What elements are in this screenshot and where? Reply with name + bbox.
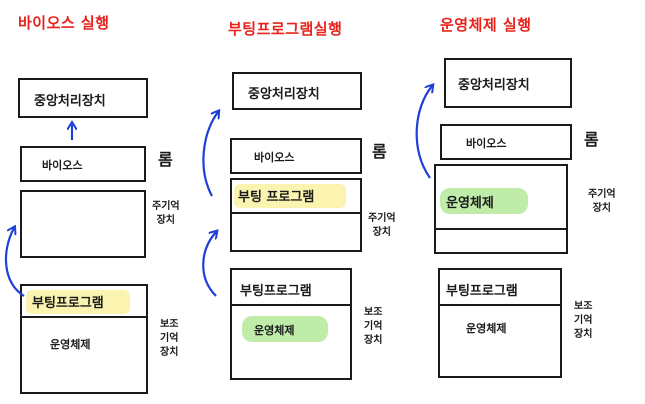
stage1-mem-side-1: 보조	[160, 319, 179, 330]
stage1-storage-divider	[22, 316, 146, 318]
stage2-storage-divider	[232, 304, 350, 306]
stage2-mem-side-1: 보조	[364, 307, 383, 318]
stage1-aux-side-2: 장치	[156, 215, 175, 226]
stage3-storage-side: 보조 기억 장치	[574, 300, 592, 342]
stage2-title: 부팅프로그램실행	[228, 20, 343, 38]
stage3-rom-label: 바이오스	[466, 137, 507, 150]
stage1-boot-highlight	[26, 290, 130, 314]
stage3-storage-divider	[440, 304, 560, 306]
stage2-rom-label: 바이오스	[254, 151, 295, 164]
stage1-cpu-box: 중앙처리장치	[18, 78, 148, 118]
stage1-main-memory-side: 주기억 장치	[152, 200, 180, 228]
stage2-cpu-box: 중앙처리장치	[232, 72, 362, 110]
stage1-storage-to-main-arrow	[4, 228, 25, 297]
stage1-title: 바이오스 실행	[18, 14, 110, 32]
stage3-main-memory-side: 주기억 장치	[588, 188, 616, 216]
stage3-main-to-cpu-arrow	[415, 86, 432, 179]
stage1-cpu-label: 중앙처리장치	[34, 94, 106, 109]
stage2-mem-side-3: 장치	[364, 335, 383, 346]
stage1-rom-label: 바이오스	[42, 159, 83, 172]
stage3-main-highlight	[440, 188, 528, 214]
stage3-main-memory-box: 운영체제	[434, 164, 568, 254]
stage3-aux-side-2: 장치	[592, 203, 611, 214]
stage2-cpu-label: 중앙처리장치	[248, 87, 320, 102]
stage3-mem-side-2: 기억	[574, 315, 593, 326]
stage2-storage-box: 부팅프로그램 운영체제	[230, 268, 352, 380]
stage2-aux-side-2: 장치	[372, 227, 391, 238]
stage2-main-memory-side: 주기억 장치	[368, 212, 396, 240]
stage1-storage-box: 부팅프로그램 운영체제	[20, 284, 148, 394]
stage2-main-to-cpu-arrow	[202, 112, 218, 197]
stage3-boot-label: 부팅프로그램	[446, 284, 518, 299]
stage3-aux-side-1: 주기억	[588, 189, 616, 200]
stage2-storage-to-main-arrow	[202, 232, 216, 297]
stage2-storage-side: 보조 기억 장치	[364, 306, 382, 348]
stage2-os-label: 운영체제	[254, 324, 295, 337]
stage1-rom-box: 바이오스	[20, 146, 146, 182]
stage1-aux-side-1: 주기억	[152, 201, 180, 212]
stage2-os-highlight	[242, 316, 328, 342]
stage2-rom-side: 롬	[372, 142, 387, 161]
stage3-mem-side-3: 장치	[574, 329, 593, 340]
stage1-main-memory-box	[20, 190, 146, 258]
stage2-aux-side-1: 주기억	[368, 213, 396, 224]
stage2-main-divider	[232, 212, 360, 214]
stage2-main-highlight	[234, 184, 346, 208]
stage3-cpu-label: 중앙처리장치	[458, 78, 530, 93]
stage2-boot-label: 부팅프로그램	[240, 284, 312, 299]
stage2-main-label: 부팅 프로그램	[238, 190, 315, 205]
stage1-boot-label: 부팅프로그램	[32, 296, 104, 311]
stage2-main-memory-box: 부팅 프로그램	[230, 178, 362, 252]
stage1-mem-side-3: 장치	[160, 347, 179, 358]
stage3-main-label: 운영체제	[446, 196, 494, 211]
stage3-os-label: 운영체제	[466, 322, 507, 335]
stage3-rom-side: 롬	[584, 130, 599, 149]
stage3-title: 운영체제 실행	[440, 16, 532, 34]
stage1-storage-side: 보조 기억 장치	[160, 318, 178, 360]
stage3-storage-box: 부팅프로그램 운영체제	[438, 268, 562, 378]
stage1-os-label: 운영체제	[50, 338, 91, 351]
stage1-rom-side: 롬	[158, 150, 173, 169]
stage2-mem-side-2: 기억	[364, 321, 383, 332]
stage3-rom-box: 바이오스	[440, 124, 572, 160]
stage2-rom-box: 바이오스	[230, 138, 362, 174]
stage3-cpu-box: 중앙처리장치	[444, 58, 572, 108]
stage3-main-divider	[436, 228, 566, 230]
stage3-mem-side-1: 보조	[574, 301, 593, 312]
stage1-mem-side-2: 기억	[160, 333, 179, 344]
